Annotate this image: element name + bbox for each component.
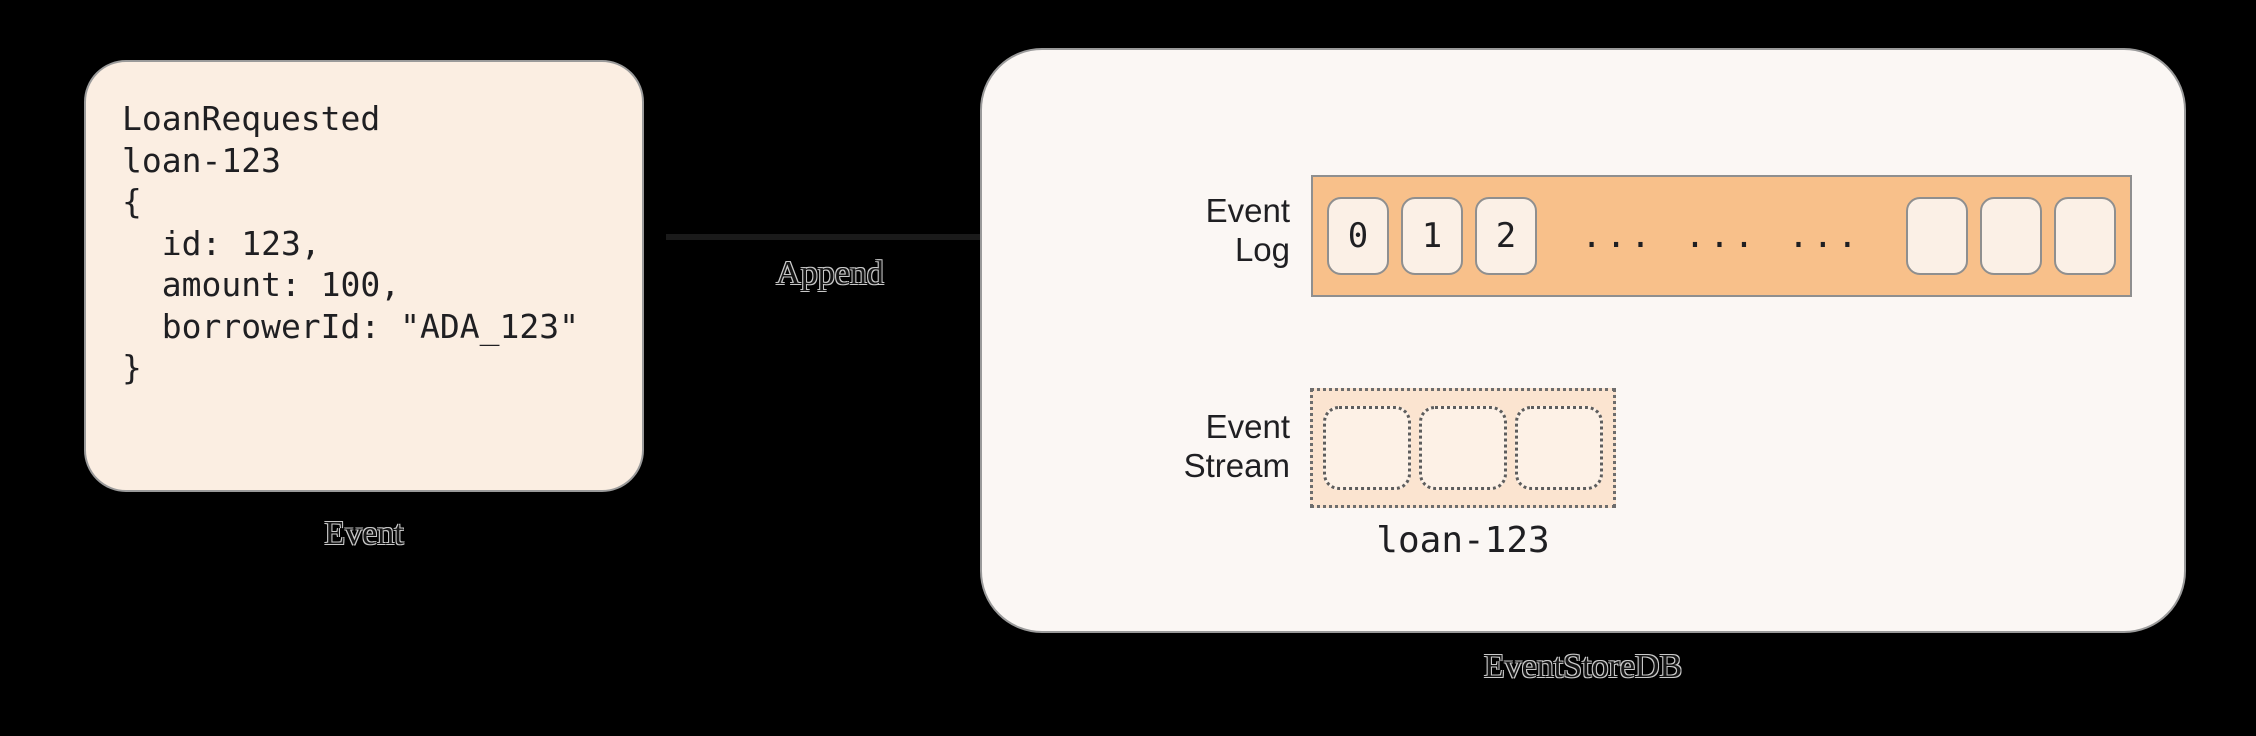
- event-log-empty-cell[interactable]: [1980, 197, 2042, 275]
- ellipsis-icon: ...: [1581, 216, 1655, 256]
- event-log-cell[interactable]: 1: [1401, 197, 1463, 275]
- event-log-strip: 0 1 2 ... ... ...: [1311, 175, 2132, 297]
- eventstoredb-container: [980, 48, 2186, 633]
- ellipsis-icon: ...: [1788, 216, 1862, 256]
- event-stream-cell[interactable]: [1323, 406, 1411, 490]
- ellipsis-icon: ...: [1684, 216, 1759, 256]
- event-stream-cell[interactable]: [1419, 406, 1507, 490]
- event-card: LoanRequested loan-123 { id: 123, amount…: [84, 60, 644, 492]
- event-card-caption: Event: [324, 515, 404, 552]
- event-log-cell[interactable]: 0: [1327, 197, 1389, 275]
- eventstoredb-caption: EventStoreDB: [1483, 648, 1683, 685]
- event-log-ellipsis-group: ... ... ...: [1549, 219, 1894, 253]
- event-stream-label: Event Stream: [1183, 408, 1290, 484]
- event-card-payload: LoanRequested loan-123 { id: 123, amount…: [122, 99, 579, 388]
- event-stream-container: [1310, 388, 1616, 508]
- event-log-empty-cell[interactable]: [2054, 197, 2116, 275]
- event-log-trailing-cells: [1906, 197, 2116, 275]
- append-label: Append: [776, 255, 884, 292]
- event-stream-cell[interactable]: [1515, 406, 1603, 490]
- event-stream-caption: loan-123: [1376, 520, 1550, 561]
- event-log-cell[interactable]: 2: [1475, 197, 1537, 275]
- event-log-empty-cell[interactable]: [1906, 197, 1968, 275]
- event-log-label: Event Log: [1205, 192, 1290, 268]
